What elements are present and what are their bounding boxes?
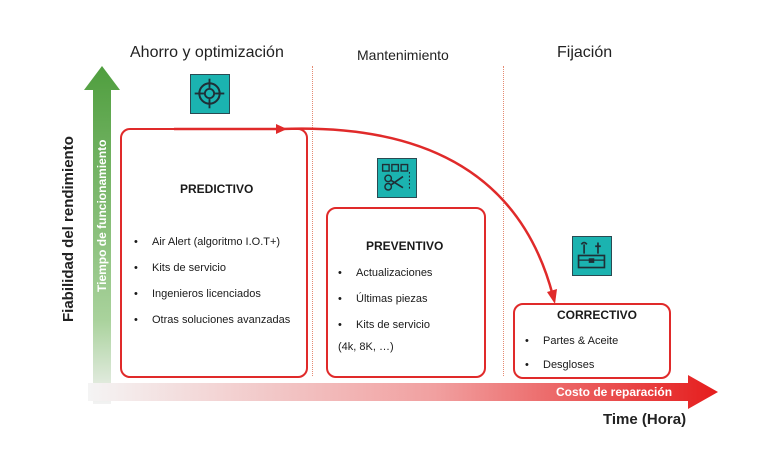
list-item: Ingenieros licenciados [134, 288, 290, 300]
x-axis-outer-label: Time (Hora) [603, 411, 687, 428]
list-item: Otras soluciones avanzadas [134, 314, 290, 326]
list-item: Últimas piezas [338, 293, 432, 305]
list-item: Partes & Aceite [525, 335, 618, 347]
x-axis-arrow [88, 375, 718, 409]
predictive-card: PREDICTIVO Air Alert (algoritmo I.O.T+) … [120, 128, 308, 378]
corrective-title: CORRECTIVO [557, 308, 638, 322]
phase-divider-1 [312, 66, 313, 376]
target-icon [190, 74, 230, 114]
preventive-list: Actualizaciones Últimas piezas Kits de s… [338, 267, 432, 331]
predictive-title: PREDICTIVO [180, 182, 254, 196]
list-item: Kits de servicio [338, 319, 432, 331]
preventive-card: PREVENTIVO Actualizaciones Últimas pieza… [326, 207, 486, 378]
preventive-note: (4k, 8K, …) [338, 341, 394, 353]
corrective-list: Partes & Aceite Desgloses [525, 335, 618, 371]
x-axis-inner-label: Costo de reparación [556, 385, 673, 399]
toolbox-icon [572, 236, 612, 276]
preventive-title: PREVENTIVO [366, 239, 444, 253]
phase-divider-2 [503, 66, 504, 376]
list-item: Actualizaciones [338, 267, 432, 279]
scissors-icon [377, 158, 417, 198]
phase-title-fixing: Fijación [557, 44, 613, 61]
phase-title-savings: Ahorro y optimización [130, 44, 284, 61]
y-axis-arrow [84, 66, 120, 404]
list-item: Kits de servicio [134, 262, 290, 274]
list-item: Air Alert (algoritmo I.O.T+) [134, 236, 290, 248]
corrective-card: CORRECTIVO Partes & Aceite Desgloses [513, 303, 671, 379]
phase-title-maintenance: Mantenimiento [357, 47, 449, 63]
predictive-list: Air Alert (algoritmo I.O.T+) Kits de ser… [134, 236, 290, 326]
list-item: Desgloses [525, 359, 618, 371]
